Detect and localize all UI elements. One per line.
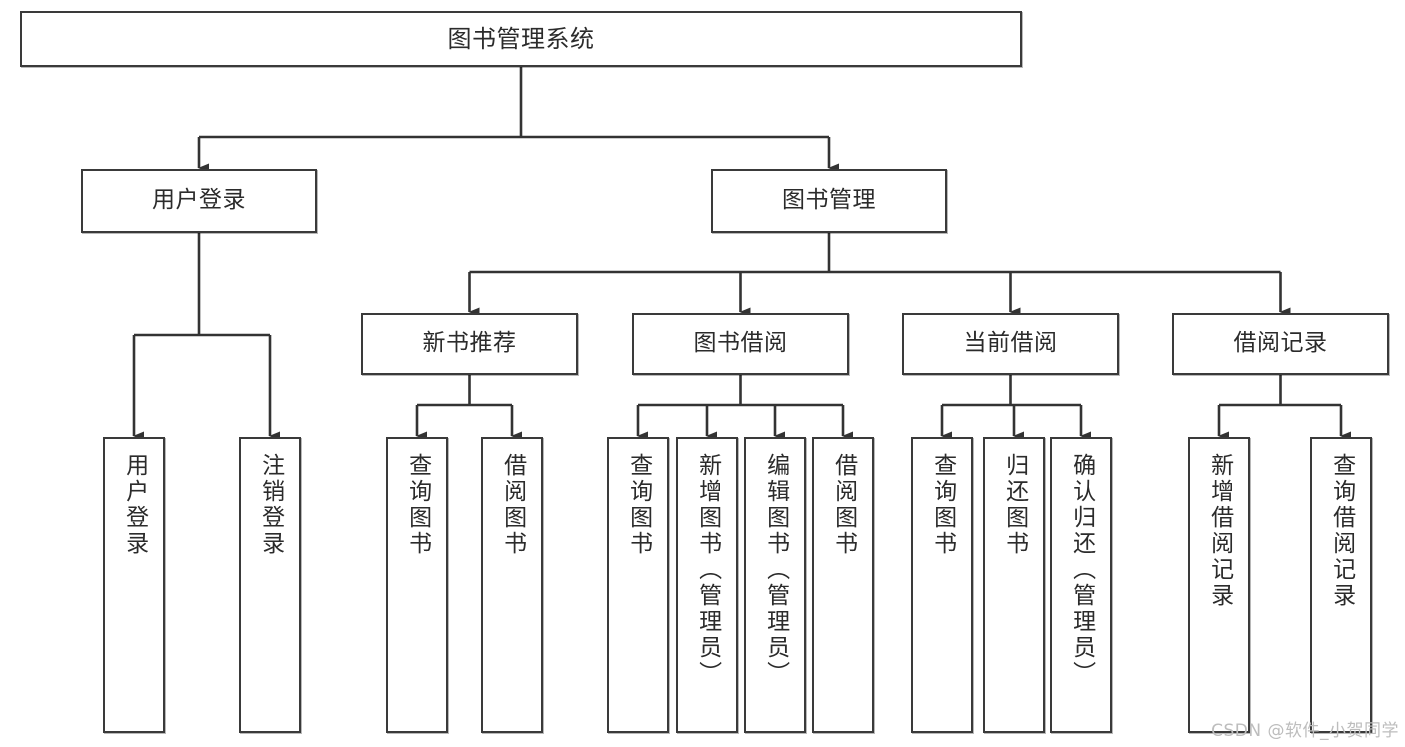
node-leaf-query-record[interactable]: 查询借阅记录 <box>1310 437 1372 733</box>
node-label: 借阅图书 <box>499 453 526 557</box>
node-borrow-record[interactable]: 借阅记录 <box>1172 313 1389 375</box>
node-label: 用户登录 <box>121 453 148 557</box>
edges-group <box>132 67 1351 441</box>
node-root[interactable]: 图书管理系统 <box>20 11 1022 67</box>
node-user-login[interactable]: 用户登录 <box>81 169 317 233</box>
node-label: 新增图书（管理员） <box>694 453 721 687</box>
node-label: 图书管理 <box>782 187 876 214</box>
node-book-manage[interactable]: 图书管理 <box>711 169 947 233</box>
node-label: 编辑图书（管理员） <box>762 453 789 687</box>
node-leaf-borrow-book-1[interactable]: 借阅图书 <box>481 437 543 733</box>
node-leaf-query-book-1[interactable]: 查询图书 <box>386 437 448 733</box>
node-new-book-rec[interactable]: 新书推荐 <box>361 313 578 375</box>
node-label: 查询图书 <box>404 453 431 557</box>
node-current-borrow[interactable]: 当前借阅 <box>902 313 1119 375</box>
node-label: 新书推荐 <box>422 330 517 357</box>
node-label: 查询图书 <box>625 453 652 557</box>
csdn-watermark: CSDN @软件_小贺同学 <box>1211 721 1399 741</box>
node-label: 图书管理系统 <box>447 24 595 53</box>
node-leaf-confirm-return[interactable]: 确认归还（管理员） <box>1050 437 1112 733</box>
node-label: 用户登录 <box>152 187 246 214</box>
node-leaf-borrow-book-2[interactable]: 借阅图书 <box>812 437 874 733</box>
node-leaf-add-book[interactable]: 新增图书（管理员） <box>676 437 738 733</box>
node-leaf-query-book-2[interactable]: 查询图书 <box>607 437 669 733</box>
node-label: 查询图书 <box>929 453 956 557</box>
node-leaf-return-book[interactable]: 归还图书 <box>983 437 1045 733</box>
node-leaf-query-book-3[interactable]: 查询图书 <box>911 437 973 733</box>
node-leaf-user-logout[interactable]: 注销登录 <box>239 437 301 733</box>
node-label: 查询借阅记录 <box>1328 453 1355 609</box>
node-label: 图书借阅 <box>693 330 788 357</box>
node-label: 确认归还（管理员） <box>1068 453 1095 687</box>
node-label: 当前借阅 <box>963 330 1058 357</box>
node-label: 注销登录 <box>257 453 284 557</box>
node-leaf-user-login[interactable]: 用户登录 <box>103 437 165 733</box>
node-label: 新增借阅记录 <box>1206 453 1233 609</box>
node-leaf-add-record[interactable]: 新增借阅记录 <box>1188 437 1250 733</box>
node-label: 归还图书 <box>1001 453 1028 557</box>
node-leaf-edit-book[interactable]: 编辑图书（管理员） <box>744 437 806 733</box>
node-label: 借阅记录 <box>1233 330 1328 357</box>
node-book-borrow[interactable]: 图书借阅 <box>632 313 849 375</box>
node-label: 借阅图书 <box>830 453 857 557</box>
